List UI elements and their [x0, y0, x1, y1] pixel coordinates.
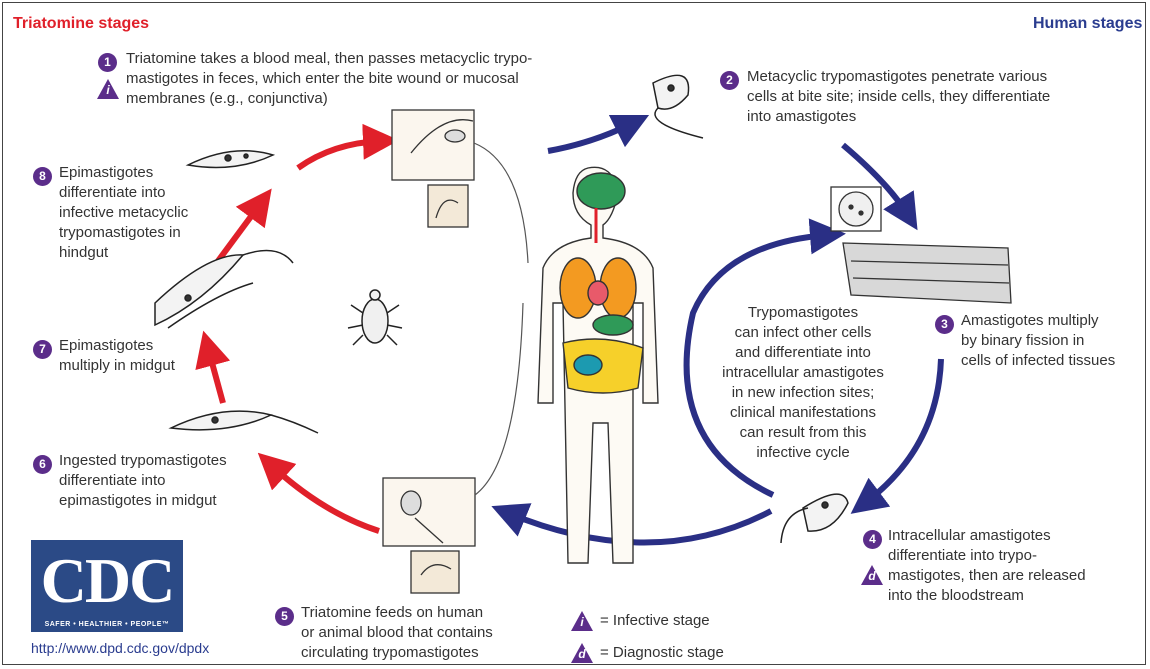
- step-8-line: hindgut: [59, 243, 188, 263]
- step-5-text: Triatomine feeds on human or animal bloo…: [301, 603, 493, 663]
- step-3-badge: 3: [935, 315, 954, 334]
- step-1-line: mastigotes in feces, which enter the bit…: [126, 69, 532, 89]
- infective-stage-icon-label: i: [104, 83, 112, 97]
- cdc-logo-letters: CDC: [31, 546, 183, 616]
- center-line: clinical manifestations: [703, 403, 903, 423]
- step-8-line: infective metacyclic: [59, 203, 188, 223]
- triatomine-bite-box: [392, 110, 474, 227]
- step-4-line: Intracellular amastigotes: [888, 526, 1086, 546]
- step-3-line: by binary fission in: [961, 331, 1115, 351]
- step-3-line: Amastigotes multiply: [961, 311, 1115, 331]
- blue-arrow-1-to-2: [548, 123, 633, 151]
- step-2-line: cells at bite site; inside cells, they d…: [747, 87, 1050, 107]
- step-5-line: Triatomine feeds on human: [301, 603, 493, 623]
- center-line: can infect other cells: [703, 323, 903, 343]
- legend-infective-icon-label: i: [578, 615, 586, 629]
- trypomastigote-4-illustration: [781, 494, 848, 543]
- step-4-badge: 4: [863, 530, 882, 549]
- center-line: and differentiate into: [703, 343, 903, 363]
- legend-diagnostic-label: = Diagnostic stage: [600, 643, 724, 663]
- step-4-line: into the bloodstream: [888, 586, 1086, 606]
- center-line: can result from this: [703, 423, 903, 443]
- step-6-line: Ingested trypomastigotes: [59, 451, 227, 471]
- step-8-badge: 8: [33, 167, 52, 186]
- diagnostic-stage-icon-label: d: [868, 569, 876, 583]
- center-line: infective cycle: [703, 443, 903, 463]
- step-3-line: cells of infected tissues: [961, 351, 1115, 371]
- step-4-line: mastigotes, then are released: [888, 566, 1086, 586]
- cdc-logo-tagline: SAFER • HEALTHIER • PEOPLE™: [31, 621, 183, 628]
- blue-arrow-4-to-5: [508, 511, 771, 543]
- step-5-line: or animal blood that contains: [301, 623, 493, 643]
- triatomine-bug-illustration: [348, 290, 402, 345]
- step-6-badge: 6: [33, 455, 52, 474]
- diagnostic-stage-icon: d: [861, 565, 883, 585]
- legend-diagnostic-icon: d: [571, 643, 593, 663]
- infected-tissue-illustration: [831, 187, 1011, 303]
- triatomine-feeding-box: [383, 478, 475, 593]
- connector-line-lower: [475, 303, 523, 495]
- step-5-line: circulating trypomastigotes: [301, 643, 493, 663]
- connector-line-upper: [474, 143, 528, 263]
- red-arrow-6-to-7: [208, 348, 223, 403]
- human-stages-header: Human stages: [1033, 15, 1142, 33]
- step-4-text: Intracellular amastigotes differentiate …: [888, 526, 1086, 606]
- source-url-link[interactable]: http://www.dpd.cdc.gov/dpdx: [31, 640, 209, 656]
- step-1-line: Triatomine takes a blood meal, then pass…: [126, 49, 532, 69]
- step-2-line: into amastigotes: [747, 107, 1050, 127]
- center-line: Trypomastigotes: [703, 303, 903, 323]
- step-8-line: Epimastigotes: [59, 163, 188, 183]
- step-8-line: differentiate into: [59, 183, 188, 203]
- reinfection-cycle-text: Trypomastigotes can infect other cells a…: [703, 303, 903, 463]
- step-3-text: Amastigotes multiply by binary fission i…: [961, 311, 1115, 371]
- step-1-text: Triatomine takes a blood meal, then pass…: [126, 49, 532, 109]
- step-7-line: multiply in midgut: [59, 356, 175, 376]
- step-6-line: epimastigotes in midgut: [59, 491, 227, 511]
- center-line: in new infection sites;: [703, 383, 903, 403]
- red-arrow-8-to-1: [298, 141, 381, 168]
- step-6-text: Ingested trypomastigotes differentiate i…: [59, 451, 227, 511]
- step-7-line: Epimastigotes: [59, 336, 175, 356]
- step-2-text: Metacyclic trypomastigotes penetrate var…: [747, 67, 1050, 127]
- step-7-text: Epimastigotes multiply in midgut: [59, 336, 175, 376]
- legend-infective-label: = Infective stage: [600, 611, 710, 631]
- step-2-line: Metacyclic trypomastigotes penetrate var…: [747, 67, 1050, 87]
- center-line: intracellular amastigotes: [703, 363, 903, 383]
- legend-diagnostic-icon-label: d: [578, 647, 586, 661]
- step-4-line: differentiate into trypo-: [888, 546, 1086, 566]
- step-2-badge: 2: [720, 71, 739, 90]
- legend-infective-icon: i: [571, 611, 593, 631]
- red-arrow-5-to-6: [271, 465, 379, 531]
- step-8-line: trypomastigotes in: [59, 223, 188, 243]
- step-6-line: differentiate into: [59, 471, 227, 491]
- step-7-badge: 7: [33, 340, 52, 359]
- human-figure-illustration: [538, 167, 658, 563]
- step-8-text: Epimastigotes differentiate into infecti…: [59, 163, 188, 263]
- cdc-logo: CDC SAFER • HEALTHIER • PEOPLE™: [31, 540, 183, 632]
- trypomastigote-6-illustration: [171, 411, 318, 433]
- step-5-badge: 5: [275, 607, 294, 626]
- infective-stage-icon: i: [97, 79, 119, 99]
- step-1-badge: 1: [98, 53, 117, 72]
- epimastigote-8-illustration: [188, 151, 273, 168]
- metacyclic-trypomastigote-2-illustration: [653, 75, 703, 138]
- triatomine-stages-header: Triatomine stages: [13, 15, 149, 33]
- step-1-line: membranes (e.g., conjunctiva): [126, 89, 532, 109]
